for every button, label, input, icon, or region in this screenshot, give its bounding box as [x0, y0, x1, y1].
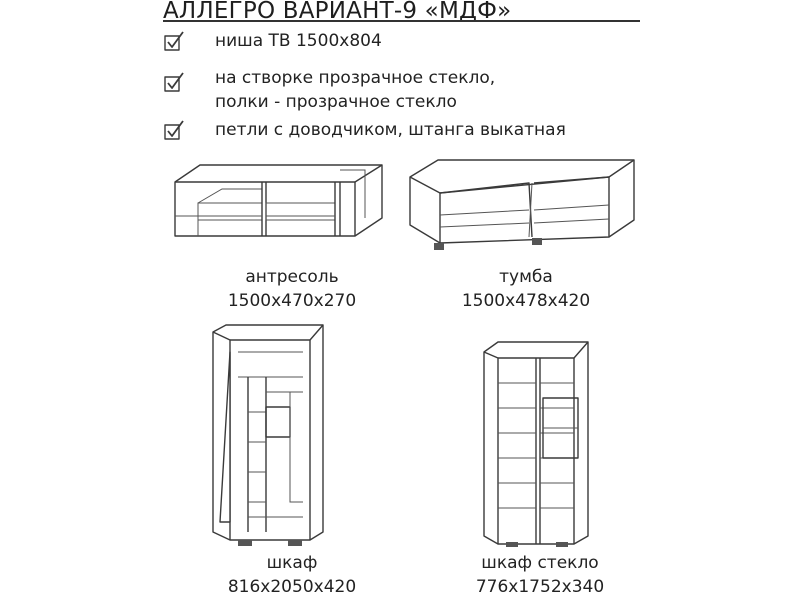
checkbox-checked-icon [164, 72, 184, 92]
feature-text: ниша ТВ 1500х804 [215, 31, 382, 51]
wardrobe-drawing [212, 324, 324, 546]
feature-text: на створке прозрачное стекло, [215, 68, 496, 88]
feature-item: на створке прозрачное стекло, полки - пр… [163, 67, 495, 112]
feature-text: полки - прозрачное стекло [215, 92, 457, 112]
item-name: шкаф [266, 553, 318, 573]
glass-cabinet-drawing [483, 341, 589, 547]
title-underline [163, 20, 640, 22]
item-name: тумба [499, 267, 553, 287]
feature-item: ниша ТВ 1500х804 [163, 30, 382, 54]
feature-item: петли с доводчиком, штанга выкатная [163, 119, 566, 143]
checkbox-checked-icon [164, 120, 184, 140]
item-name: шкаф стекло [481, 553, 599, 573]
item-dimensions: 816х2050х420 [227, 577, 357, 597]
item-name: антресоль [245, 267, 339, 287]
checkbox-checked-icon [164, 31, 184, 51]
tv-stand-drawing [409, 159, 635, 250]
item-dimensions: 1500х470х270 [227, 291, 357, 311]
feature-text: петли с доводчиком, штанга выкатная [215, 120, 566, 140]
page-title: АЛЛЕГРО ВАРИАНТ-9 «МДФ» [163, 0, 512, 24]
item-dimensions: 776х1752х340 [475, 577, 605, 597]
wall-shelf-drawing [174, 164, 383, 237]
item-dimensions: 1500х478х420 [461, 291, 591, 311]
